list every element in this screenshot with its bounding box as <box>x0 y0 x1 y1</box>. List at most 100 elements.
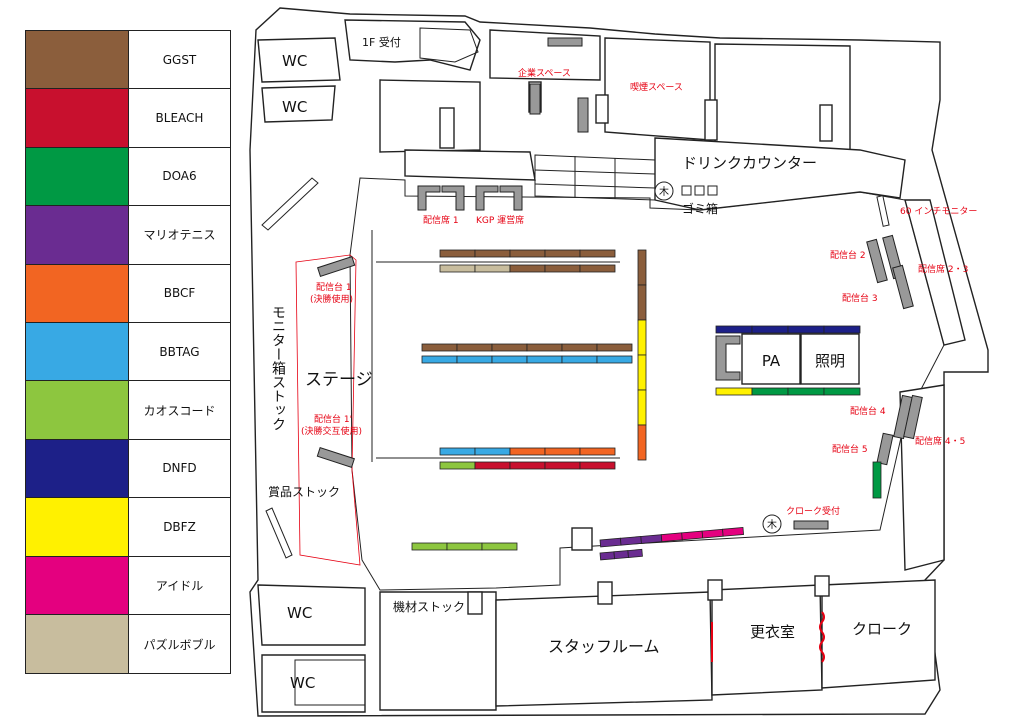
desks <box>316 37 923 530</box>
drink-counter-label: ドリンクカウンター <box>682 154 817 172</box>
pa-label: PA <box>762 352 781 370</box>
stand1-label: 配信台 1 <box>316 281 352 293</box>
legend-label: BLEACH <box>155 111 204 126</box>
game-table-segment <box>544 264 581 273</box>
game-table-segment <box>787 325 825 334</box>
legend-swatch <box>26 381 129 439</box>
wc-label-2: WC <box>282 98 307 116</box>
game-table-segment <box>561 343 598 352</box>
legend-swatch <box>26 89 129 147</box>
legend-swatch <box>26 147 129 206</box>
game-table-segment <box>509 264 546 273</box>
stand3-label: 配信台 3 <box>842 292 878 304</box>
game-table-segment <box>579 461 616 470</box>
game-table-segment <box>613 550 629 560</box>
game-table-segment <box>446 542 483 551</box>
game-table-segment <box>660 532 683 543</box>
wc-room-1 <box>257 37 341 83</box>
legend-label: BBCF <box>163 286 196 301</box>
stand4-label: 配信台 4 <box>850 405 886 417</box>
legend-label: DBFZ <box>163 519 196 534</box>
legend-swatch <box>26 556 129 614</box>
legend-row: カオスコード <box>26 381 230 440</box>
legend-row: パズルボブル <box>26 614 230 674</box>
stair-lines <box>534 156 656 199</box>
stand1-note: (決勝使用) <box>310 293 353 305</box>
wc-room-3 <box>257 584 366 646</box>
wc-room-4 <box>261 654 366 713</box>
bottom-stairs <box>294 659 366 706</box>
legend-row: BLEACH <box>26 89 230 148</box>
game-table-segment <box>751 387 789 396</box>
game-table-segment <box>474 461 511 470</box>
wc-label-1: WC <box>282 52 307 70</box>
legend-label: DNFD <box>162 461 197 476</box>
game-table-segment <box>596 343 633 352</box>
game-table-segment <box>701 528 724 539</box>
legend-row: BBTAG <box>26 322 230 382</box>
tree-marker-2: 木 <box>762 514 782 534</box>
game-table-segment <box>715 387 753 396</box>
front-wall <box>404 149 536 181</box>
game-table-segment <box>439 447 476 456</box>
game-table-segment <box>722 527 744 537</box>
reception-room <box>344 19 481 71</box>
legend-swatch <box>26 31 129 89</box>
tree-glyph-2: 木 <box>767 519 777 531</box>
game-table-segment <box>439 264 476 273</box>
left-wall-piece-1 <box>261 177 319 231</box>
game-table-segment <box>637 284 647 321</box>
game-table-segment <box>596 355 633 364</box>
game-table-segment <box>491 355 528 364</box>
prize-stock-label: 賞品ストック <box>268 485 340 499</box>
game-table-segment <box>456 343 493 352</box>
cloak-reception-label: クローク受付 <box>786 505 840 517</box>
equip-stock-room <box>379 591 497 711</box>
tree-glyph-1: 木 <box>659 186 669 198</box>
legend-label: GGST <box>162 52 197 67</box>
monitor-60inch <box>876 195 890 227</box>
legend-label: DOA6 <box>162 169 197 184</box>
game-table-segment <box>509 461 546 470</box>
lighting-label: 照明 <box>815 352 845 370</box>
monitor-stock-label: モニター箱ストック <box>270 305 286 431</box>
game-table-segment <box>823 325 861 334</box>
legend-row: BBCF <box>26 264 230 323</box>
stand5-label: 配信台 5 <box>832 443 868 455</box>
game-table-segment <box>439 249 476 258</box>
legend-label: カオスコード <box>143 403 216 418</box>
stage-label: ステージ <box>305 370 373 390</box>
game-table-segment <box>456 355 493 364</box>
game-table-segment <box>619 535 642 546</box>
game-table-segment <box>421 355 458 364</box>
game-table-segment <box>681 530 704 541</box>
game-table-segment <box>751 325 789 334</box>
game-table-segment <box>627 548 643 558</box>
game-table-segment <box>421 343 458 352</box>
legend-swatch <box>26 264 129 322</box>
game-table-segment <box>637 319 647 356</box>
game-table-segment <box>474 249 511 258</box>
game-table-segment <box>637 389 647 426</box>
lighting-booth <box>800 333 860 385</box>
game-table-segment <box>526 343 563 352</box>
game-table-segment <box>474 447 511 456</box>
stand1b-label: 配信台 1' <box>314 413 352 425</box>
game-table-segment <box>579 447 616 456</box>
game-tables <box>411 249 882 561</box>
stage-outline <box>295 254 361 566</box>
game-table-segment <box>544 461 581 470</box>
game-table-segment <box>579 264 616 273</box>
reception-stairs <box>419 27 479 63</box>
game-table-segment <box>481 542 518 551</box>
stand2-label: 配信台 2 <box>830 249 866 261</box>
legend-swatch <box>26 498 129 556</box>
game-table-segment <box>439 461 476 470</box>
wc-room-2 <box>261 85 336 123</box>
legend-swatch <box>26 322 129 381</box>
reception-label: 1F 受付 <box>362 36 401 49</box>
game-table-segment <box>599 537 622 548</box>
legend-row: DNFD <box>26 439 230 499</box>
legend-label: アイドル <box>155 578 204 593</box>
